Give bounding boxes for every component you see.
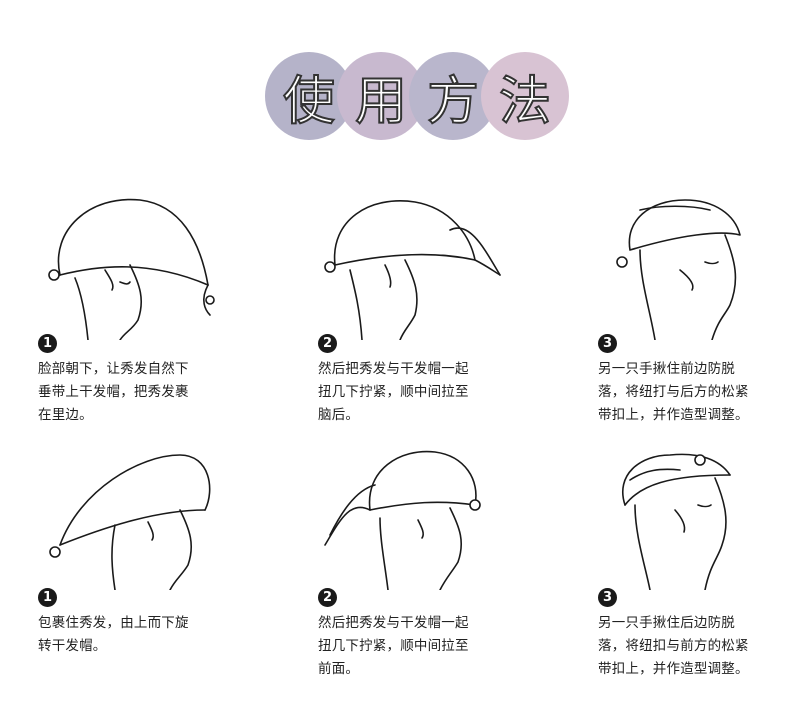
step-text-6: 另一只手揪住后边防脱 落，将纽扣与前方的松紧 带扣上，并作造型调整。	[598, 615, 749, 677]
title-char-4: 法	[481, 52, 569, 140]
step-text-2: 然后把秀发与干发帽一起 扭几下拧紧，顺中间拉至 脑后。	[318, 361, 469, 423]
head-towel-alt-step2-icon	[324, 450, 481, 590]
step-number-2: 2	[318, 334, 337, 353]
step-text-3: 另一只手揪住前边防脱 落，将纽打与后方的松紧 带扣上，并作造型调整。	[598, 361, 749, 423]
step-text-1: 脸部朝下，让秀发自然下 垂带上干发帽，把秀发裹 在里边。	[38, 361, 189, 423]
step-number-3: 3	[598, 334, 617, 353]
step-number-6: 3	[598, 588, 617, 607]
step-text-4: 包裹住秀发，由上而下旋 转干发帽。	[38, 615, 189, 654]
step-text-5: 然后把秀发与干发帽一起 扭几下拧紧，顺中间拉至 前面。	[318, 615, 469, 677]
step-number-1: 1	[38, 334, 57, 353]
head-towel-step3-icon	[616, 199, 741, 340]
step-number-4: 1	[38, 588, 57, 607]
page-title: 使 用 方 法	[265, 52, 569, 142]
head-towel-alt-step1-icon	[49, 454, 211, 590]
head-towel-alt-step3-icon	[622, 453, 731, 590]
head-towel-step2-icon	[324, 200, 501, 340]
title-char-3: 方	[409, 52, 497, 140]
step-number-5: 2	[318, 588, 337, 607]
head-towel-step1-icon	[48, 198, 215, 340]
